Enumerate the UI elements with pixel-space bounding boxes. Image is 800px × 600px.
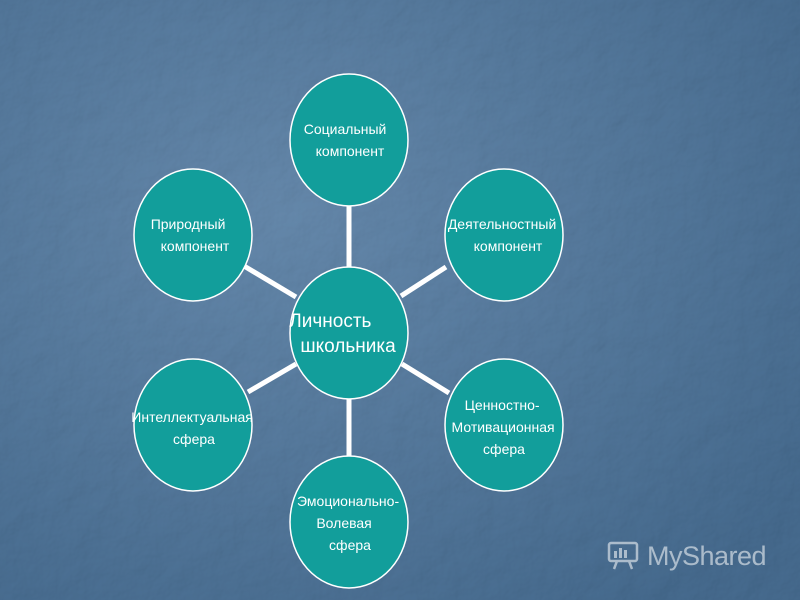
center-label-line: школьника — [300, 336, 396, 357]
connectors — [242, 205, 451, 461]
node-label-line: сфера — [483, 441, 525, 457]
node-label-line: сфера — [329, 537, 371, 553]
node-social: Социальный компонент — [289, 73, 409, 207]
node-label-line: Эмоционально- — [297, 493, 399, 509]
watermark-logo-icon — [607, 537, 641, 576]
node-natural: Природный компонент — [133, 168, 253, 302]
node-center: Личность школьника — [289, 266, 409, 400]
node-label-line: Социальный — [304, 121, 387, 137]
node-value: Ценностно- Мотивационная сфера — [444, 358, 564, 492]
node-label-line: компонент — [316, 143, 385, 159]
node-intellectual: Интеллектуальная сфера — [131, 358, 256, 492]
node-label-line: Мотивационная — [452, 419, 555, 435]
connector-value — [400, 361, 451, 396]
svg-text:Интеллектуальная сфера: Интеллектуальная сфера — [131, 409, 256, 447]
node-label-line: компонент — [474, 238, 543, 254]
svg-text:Деятельностный компонент: Деятельностный компонент — [448, 216, 560, 254]
node-label-line: Интеллектуальная — [131, 409, 253, 425]
watermark-text: MyShared — [647, 540, 767, 571]
node-label-line: Деятельностный — [448, 216, 556, 232]
node-label-line: Ценностно- — [465, 397, 540, 413]
svg-text:Личность школьника: Личность школьника — [289, 311, 396, 357]
connector-natural — [242, 263, 298, 300]
svg-text:Эмоционально- Волевая: Эмоционально- Волевая сфера — [297, 493, 403, 553]
node-label-line: Волевая — [316, 515, 371, 531]
connector-activity — [399, 264, 448, 299]
svg-text:Социальный компонент: Социальный компонент — [304, 121, 391, 159]
center-label-line: Личность — [289, 311, 371, 332]
connector-intellectual — [246, 361, 298, 395]
watermark: MyShared — [607, 536, 787, 576]
node-label-line: компонент — [161, 238, 230, 254]
svg-text:Ценностно- Мотивационная: Ценностно- Мотивационная сфера — [452, 397, 559, 457]
svg-text:Природный компонент: Природный компонент — [151, 216, 230, 254]
node-label-line: сфера — [173, 431, 215, 447]
node-activity: Деятельностный компонент — [444, 168, 564, 302]
node-emotional: Эмоционально- Волевая сфера — [289, 455, 409, 589]
node-label-line: Природный — [151, 216, 226, 232]
